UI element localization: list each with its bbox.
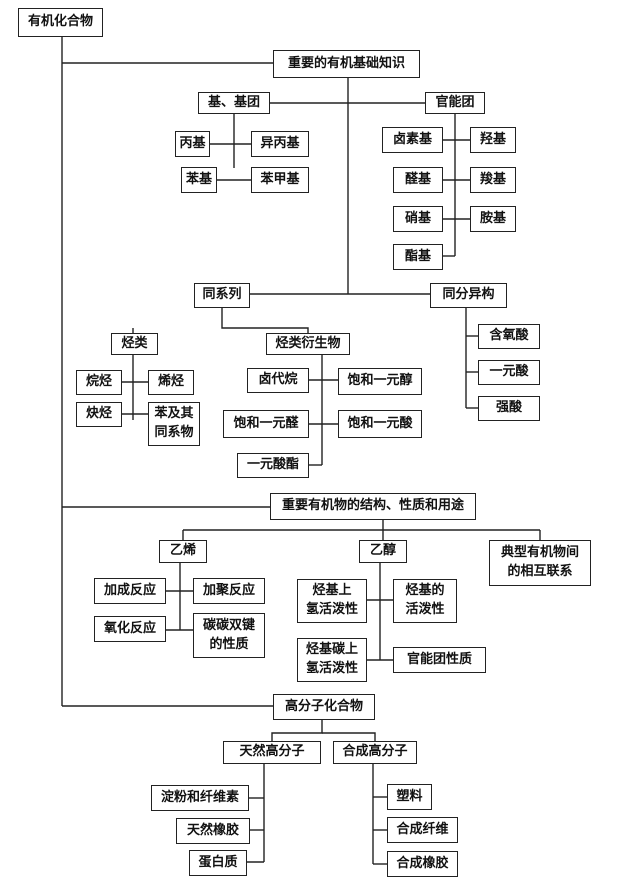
fg-hydroxyl: 羟基	[470, 127, 516, 153]
syn-rubber: 合成橡胶	[387, 851, 458, 877]
section-structure-properties: 重要有机物的结构、性质和用途	[270, 493, 476, 520]
group-propyl: 丙基	[175, 131, 210, 157]
etoh-carbon-h-activity: 烃基碳上 氢活泼性	[297, 638, 367, 682]
eth-double-bond: 碳碳双键 的性质	[193, 613, 265, 658]
etoh-h-activity: 烃基上 氢活泼性	[297, 579, 367, 623]
section-polymers: 高分子化合物	[273, 694, 375, 720]
iso-strongacid: 强酸	[478, 396, 540, 421]
hydrocarbons-node: 烃类	[111, 333, 158, 355]
functional-groups-node: 官能团	[425, 92, 485, 114]
section-basic-knowledge: 重要的有机基础知识	[273, 50, 420, 78]
natural-polymer-node: 天然高分子	[223, 741, 321, 764]
group-isopropyl: 异丙基	[251, 131, 309, 157]
groups-node: 基、基团	[198, 92, 270, 114]
isomer-node: 同分异构	[430, 283, 507, 308]
iso-oxyacid: 含氧酸	[478, 324, 540, 349]
etoh-alkyl-activity: 烃基的 活泼性	[393, 579, 457, 623]
hc-alkene: 烯烃	[148, 370, 194, 395]
synthetic-polymer-node: 合成高分子	[333, 741, 417, 764]
hc-alkane: 烷烃	[76, 370, 122, 395]
hc-benzene-homologs: 苯及其 同系物	[148, 402, 200, 446]
nat-rubber: 天然橡胶	[176, 818, 250, 844]
syn-fiber: 合成纤维	[387, 817, 458, 843]
homolog-node: 同系列	[194, 283, 250, 308]
syn-plastic: 塑料	[387, 784, 432, 810]
der-sat-acid: 饱和一元酸	[338, 410, 422, 438]
eth-oxidation: 氧化反应	[94, 616, 166, 642]
ethylene-node: 乙烯	[159, 540, 207, 563]
iso-monoacid: 一元酸	[478, 360, 540, 385]
der-sat-aldehyde: 饱和一元醛	[223, 410, 309, 438]
root-node: 有机化合物	[18, 8, 103, 37]
etoh-functional: 官能团性质	[393, 647, 486, 673]
group-phenyl: 苯基	[181, 167, 217, 193]
fg-halogen: 卤素基	[382, 127, 443, 153]
nat-starch-cellulose: 淀粉和纤维素	[151, 785, 249, 811]
group-benzyl: 苯甲基	[251, 167, 309, 193]
nat-protein: 蛋白质	[189, 850, 247, 876]
eth-polymerization: 加聚反应	[193, 578, 265, 604]
fg-carboxyl: 羧基	[470, 167, 516, 193]
typical-relations-node: 典型有机物间 的相互联系	[489, 540, 591, 586]
fg-ester: 酯基	[393, 244, 443, 270]
derivatives-node: 烃类衍生物	[266, 333, 350, 355]
hc-alkyne: 炔烃	[76, 402, 122, 427]
fg-nitro: 硝基	[393, 206, 443, 232]
der-ester: 一元酸酯	[237, 453, 309, 478]
fg-aldehyde: 醛基	[393, 167, 443, 193]
fg-amine: 胺基	[470, 206, 516, 232]
der-haloalkane: 卤代烷	[247, 368, 309, 393]
ethanol-node: 乙醇	[359, 540, 407, 563]
eth-addition: 加成反应	[94, 578, 166, 604]
der-sat-alcohol: 饱和一元醇	[338, 368, 422, 395]
